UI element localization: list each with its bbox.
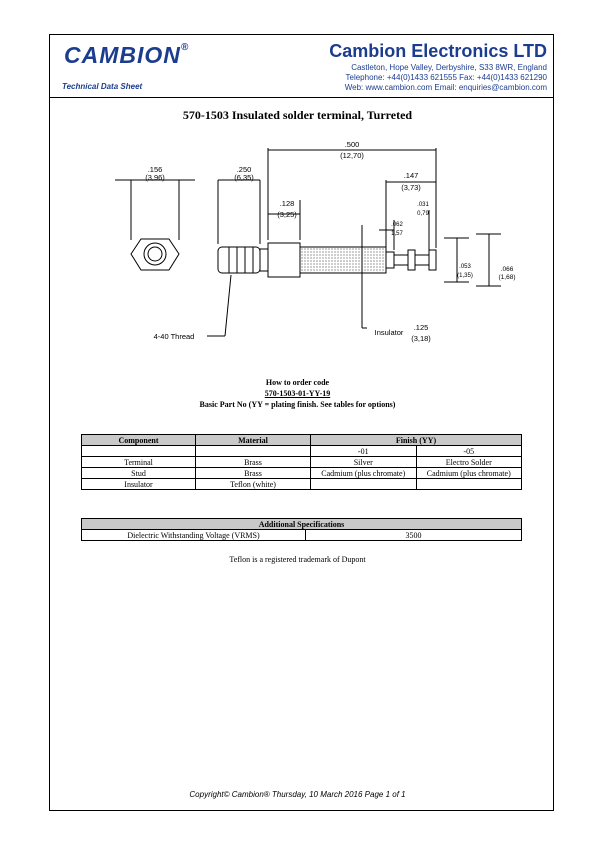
terminal-drawing: .156 (3,96) .250 (6,35) .500 (12,70) .12… [115,140,516,343]
table-cell [310,478,417,490]
insulator-section [299,246,387,274]
hex-inner-circle [147,246,163,262]
table-cell: Electro Solder [415,456,522,468]
table-cell: Teflon (white) [195,478,311,490]
footer-copyright: Copyright© Cambion® Thursday, 10 March 2… [189,790,406,799]
dim-mid-in: .128 [280,199,295,208]
additional-specs-table: Additional Specifications Dielectric Wit… [81,518,522,541]
dim-top-mm: 0,79 [417,211,429,217]
order-basic-note: Basic Part No (YY = plating finish. See … [199,400,396,409]
thread-label: 4-40 Thread [154,332,195,341]
table-row: Terminal Brass Silver Electro Solder [81,456,522,468]
table-cell: Brass [195,467,311,479]
company-name: Cambion Electronics LTD [329,41,547,61]
table-row: Dielectric Withstanding Voltage (VRMS) 3… [81,529,522,541]
document-title: 570-1503 Insulated solder terminal, Turr… [182,108,413,122]
col-finish: Finish (YY) [310,434,522,446]
dim-groove-in: .062 [391,222,403,228]
spec-value: 3500 [305,529,522,541]
insulator-dim-mm: (3,18) [411,334,431,343]
insulator-dim-in: .125 [414,323,429,332]
dim-small-dia-in: .053 [459,264,471,270]
finish-table: Component Material Finish (YY) -01 -05 T… [81,434,522,490]
specs-heading: Additional Specifications [81,518,522,530]
dim-overall-in: .500 [345,140,360,149]
table-row: Insulator Teflon (white) [81,478,522,490]
tagline: Technical Data Sheet [62,82,143,91]
insulator-label: Insulator [375,328,404,337]
table-cell: Silver [310,456,417,468]
table-cell [415,478,522,490]
spec-label: Dielectric Withstanding Voltage (VRMS) [81,529,306,541]
company-web: Web: www.cambion.com Email: enquiries@ca… [344,83,547,92]
finish-code-05: -05 [415,445,522,457]
dim-groove-mm: 1,57 [391,231,403,237]
thread-section [217,246,261,274]
trademark-note: Teflon is a registered trademark of Dupo… [229,555,366,564]
col-material: Material [195,434,311,446]
col-component: Component [81,434,196,446]
table-cell: Brass [195,456,311,468]
table-cell: Terminal [81,456,196,468]
dim-dia-mm: (1,68) [499,274,516,281]
body-nut [267,242,301,278]
dim-turret-in: .147 [404,171,419,180]
dim-mid-mm: (3,25) [277,210,297,219]
hex-outer-circle [143,242,167,266]
hex-nut-view [130,238,180,271]
dim-turret-mm: (3,73) [401,183,421,192]
order-heading: How to order code [265,378,330,387]
cambion-logo: CAMBION® [64,42,190,68]
dim-dia-in: .066 [501,266,514,273]
dim-small-dia-mm: (1,35) [457,273,473,279]
dim-hex-in: .156 [148,165,163,174]
finish-code-01: -01 [310,445,417,457]
table-cell: Cadmium (plus chromate) [415,467,522,479]
header-rule [49,97,554,98]
table-cell: Cadmium (plus chromate) [310,467,417,479]
order-code: 570-1503-01-YY-19 [264,389,331,398]
company-phone: Telephone: +44(0)1433 621555 Fax: +44(0)… [345,73,548,82]
table-cell: Insulator [81,478,196,490]
dim-overall-mm: (12,70) [340,151,364,160]
page-frame [49,34,554,811]
company-address: Castleton, Hope Valley, Derbyshire, S33 … [351,63,547,72]
table-row: Stud Brass Cadmium (plus chromate) Cadmi… [81,467,522,479]
table-cell [81,445,196,457]
dim-hex-mm: (3,96) [145,173,165,182]
dim-top-in: .031 [417,202,429,208]
table-cell: Stud [81,467,196,479]
table-cell [195,445,311,457]
dim-thread-mm: (6,35) [234,173,254,182]
dim-thread-in: .250 [237,165,252,174]
